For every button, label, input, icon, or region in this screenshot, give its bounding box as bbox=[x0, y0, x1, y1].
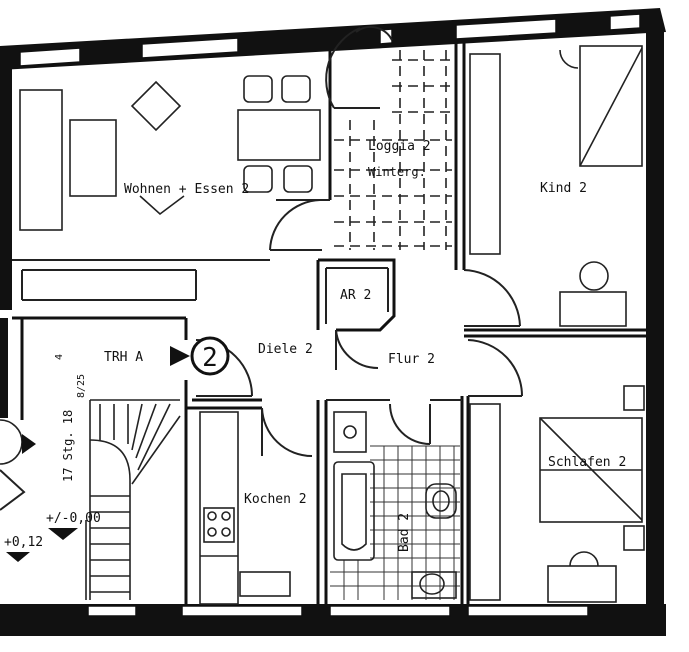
label-steps-fraction: 8/25 bbox=[76, 374, 87, 398]
kitchen-counter bbox=[199, 411, 291, 605]
staircase bbox=[0, 399, 181, 600]
loggia-grid bbox=[334, 50, 452, 250]
label-loggia: Loggia 2 bbox=[368, 139, 431, 154]
bathroom-fixtures bbox=[333, 411, 457, 599]
label-steps-superscript: 4 bbox=[54, 354, 65, 360]
label-ar: AR 2 bbox=[340, 288, 371, 303]
level-marker-icon bbox=[48, 528, 78, 540]
label-level-side: +0,12 bbox=[4, 535, 43, 550]
label-bad: Bad 2 bbox=[397, 513, 412, 552]
living-furniture bbox=[19, 75, 321, 231]
label-kind: Kind 2 bbox=[540, 181, 587, 196]
door-swings bbox=[195, 26, 523, 458]
label-flur: Flur 2 bbox=[388, 352, 435, 367]
label-level-main: +/-0,00 bbox=[46, 511, 101, 526]
kind-furniture bbox=[469, 45, 643, 327]
stair-labels: TRH A 17 Stg. 18 8/25 4 +/-0,00 +0,12 bbox=[4, 350, 143, 550]
label-winterg: Winterg. bbox=[368, 165, 426, 179]
label-schlafen: Schlafen 2 bbox=[548, 455, 626, 470]
label-kochen: Kochen 2 bbox=[244, 492, 307, 507]
label-steps: 17 Stg. 18 bbox=[61, 410, 75, 482]
label-diele: Diele 2 bbox=[258, 342, 313, 357]
unit-number-circle bbox=[190, 336, 230, 376]
label-wohnen: Wohnen + Essen 2 bbox=[124, 182, 249, 197]
label-trh: TRH A bbox=[104, 350, 143, 365]
level-marker-side-icon bbox=[6, 552, 30, 562]
outer-walls bbox=[0, 8, 666, 636]
unit-number: 2 bbox=[202, 343, 218, 373]
interior-walls bbox=[12, 40, 646, 604]
entrance-arrow-icon bbox=[170, 346, 190, 366]
room-labels: Wohnen + Essen 2 Loggia 2 Winterg. Kind … bbox=[124, 139, 626, 552]
schlafen-furniture bbox=[469, 385, 645, 603]
